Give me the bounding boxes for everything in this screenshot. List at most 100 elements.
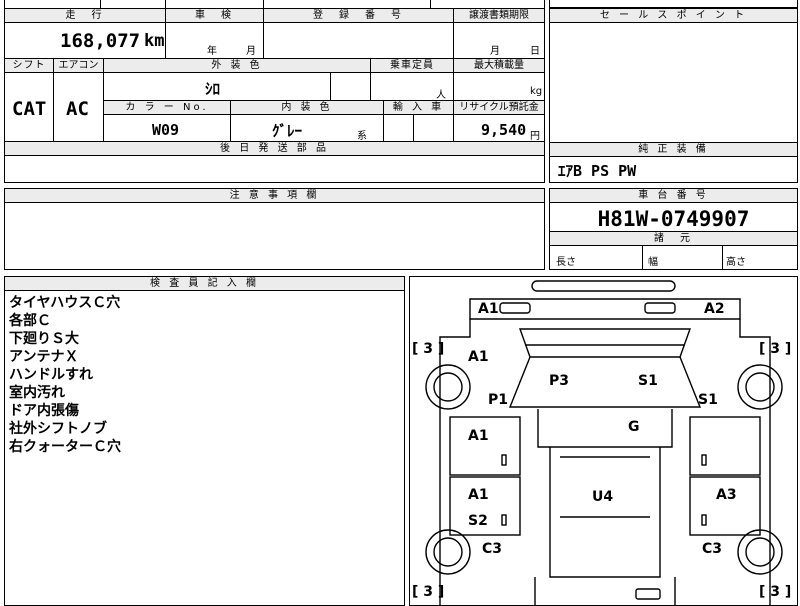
divider [4, 8, 545, 9]
inspection-header: 車 検 [166, 9, 263, 23]
damage-label: A1 [468, 349, 489, 365]
transfer-day-unit: 日 [530, 46, 540, 57]
capacity-header: 乗車定員 [371, 59, 453, 73]
damage-label: G [628, 419, 640, 435]
list-item: 室内汚れ [9, 385, 65, 401]
shift-header: シフト [5, 59, 53, 73]
transfer-month-unit: 月 [490, 46, 500, 57]
tire-rear-left [425, 529, 471, 575]
damage-label: P3 [549, 373, 570, 389]
damage-label: U4 [592, 489, 614, 505]
front-door-left [449, 416, 521, 476]
list-item: 社外シフトノブ [9, 421, 107, 437]
recycle-deposit-value: 9,540 [481, 121, 527, 139]
tire-tread-label: [ 3 ] [759, 584, 792, 600]
sales-point-header: セ ー ル ス ポ イ ン ト [550, 9, 797, 23]
aircon-header: エアコン [54, 59, 103, 73]
tire-tread-label: [ 3 ] [412, 341, 445, 357]
list-item: ドア内張傷 [9, 403, 79, 419]
divider [263, 0, 264, 8]
transfer-docs-header: 譲渡書類期限 [454, 9, 544, 23]
front-panel [469, 298, 741, 320]
shift-value: CAT [12, 98, 47, 120]
damage-label: A2 [704, 301, 725, 317]
damage-label: S1 [638, 373, 658, 389]
color-no-header: カ ラ ー No. [104, 101, 230, 115]
car-outline-svg [425, 280, 783, 605]
recycle-deposit-header: リサイクル預託金 [454, 101, 544, 115]
divider [165, 0, 166, 8]
divider [430, 0, 431, 8]
month-unit: 月 [246, 46, 256, 57]
kg-unit: kg [530, 86, 543, 97]
inspector-notes-list: タイヤハウスＣ穴 各部Ｃ 下廻りＳ大 アンテナＸ ハンドルすれ 室内汚れ ドア内… [5, 291, 404, 459]
year-unit: 年 [207, 46, 217, 57]
mileage-header: 走 行 [5, 9, 165, 23]
damage-label: A1 [468, 428, 489, 444]
exterior-color-header: 外 装 色 [104, 59, 370, 73]
damage-label: A3 [716, 487, 737, 503]
list-item: 各部Ｃ [9, 313, 51, 329]
chassis-number-value: H81W-0749907 [597, 207, 750, 231]
dimensions-header: 諸 元 [550, 231, 797, 246]
notes-header: 注 意 事 項 欄 [5, 189, 544, 203]
door-handle [501, 454, 507, 466]
damage-label: S1 [698, 392, 718, 408]
damage-label: C3 [482, 541, 503, 557]
list-item: タイヤハウスＣ穴 [9, 295, 121, 311]
body-sides [439, 319, 771, 605]
exterior-color-value: ｼﾛ [205, 80, 221, 98]
rear-door-left [449, 476, 521, 536]
roof [508, 356, 702, 408]
notes-box: 注 意 事 項 欄 [4, 188, 545, 270]
headlight-right [644, 302, 676, 314]
front-bumper [531, 280, 676, 292]
front-door-right [689, 416, 761, 476]
list-item: ハンドルすれ [9, 367, 93, 383]
damage-label: S2 [468, 513, 488, 529]
max-load-header: 最大積載量 [454, 59, 544, 73]
mileage-unit: km [144, 31, 165, 51]
height-label: 高さ [726, 257, 746, 268]
list-item: 下廻りＳ大 [9, 331, 79, 347]
aircon-value: AC [66, 98, 89, 120]
sales-point-box: セ ー ル ス ポ イ ン ト [549, 8, 798, 158]
damage-label: P1 [488, 392, 509, 408]
damage-label: A1 [468, 487, 489, 503]
roof-panel [537, 409, 673, 448]
width-label: 幅 [648, 257, 658, 268]
chassis-number-header: 車 台 番 号 [550, 189, 797, 203]
tire-front-right [737, 364, 783, 410]
interior-color-header: 内 装 色 [231, 101, 383, 115]
later-parts-header: 後 日 発 送 部 品 [5, 142, 544, 156]
headlight-left [499, 302, 531, 314]
list-item: アンテナＸ [9, 349, 79, 365]
import-car-header: 輸 入 車 [384, 101, 453, 115]
top-right-cell [549, 0, 798, 8]
car-condition-diagram: A1 A2 [ 3 ] [ 3 ] A1 P3 S1 P1 S1 A1 G A1… [409, 276, 798, 606]
door-handle [501, 514, 507, 526]
damage-label: C3 [702, 541, 723, 557]
door-handle [701, 454, 707, 466]
registration-header: 登 録 番 号 [264, 9, 453, 23]
later-parts-box: 後 日 発 送 部 品 [4, 141, 545, 183]
rear-door-right [689, 476, 761, 536]
genuine-equipment-box: 純 正 装 備 ｴｱB PS PW [549, 142, 798, 183]
genuine-equipment-value: ｴｱB PS PW [558, 162, 637, 180]
chassis-box: 車 台 番 号 H81W-0749907 諸 元 長さ 幅 高さ [549, 188, 798, 270]
mileage-value: 168,077 [60, 30, 141, 52]
interior-color-value: ｸﾞﾚｰ [272, 122, 303, 140]
windshield [519, 328, 691, 358]
inspector-notes-box: 検 査 員 記 入 欄 タイヤハウスＣ穴 各部Ｃ 下廻りＳ大 アンテナＸ ハンド… [4, 276, 405, 606]
divider [100, 0, 101, 8]
tire-rear-right [737, 529, 783, 575]
interior-suffix: 系 [357, 131, 367, 142]
genuine-equipment-header: 純 正 装 備 [550, 143, 797, 157]
tire-tread-label: [ 3 ] [412, 584, 445, 600]
length-label: 長さ [556, 257, 576, 268]
tail-light [635, 588, 661, 600]
cabin [549, 447, 661, 578]
damage-label: A1 [478, 301, 499, 317]
color-no-value: W09 [152, 121, 180, 139]
person-unit: 人 [436, 90, 446, 101]
